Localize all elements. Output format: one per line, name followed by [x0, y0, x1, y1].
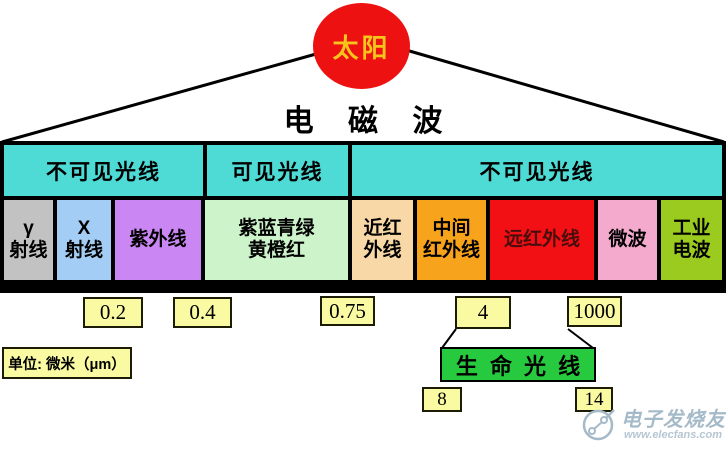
marker-8: 8: [422, 387, 462, 412]
band-far-infrared: 远红外线: [490, 200, 594, 280]
sun-circle: 太阳: [313, 3, 410, 89]
band-visible-light: 紫蓝青绿 黄橙红: [205, 200, 348, 280]
marker-1000: 1000: [567, 296, 622, 327]
life-ray-box: 生 命 光 线: [440, 347, 596, 382]
wavelength-axis-bar: [0, 280, 726, 293]
band-mid-infrared: 中间 红外线: [417, 200, 486, 280]
marker-0.4: 0.4: [173, 297, 232, 328]
unit-label-box: 单位: 微米（μm）: [2, 347, 132, 379]
watermark-site-url: www.elecfans.com: [624, 429, 723, 441]
spectrum-table: 不可见光线 可见光线 不可见光线 γ 射线 X 射线 紫外线 紫蓝青绿 黄橙红 …: [0, 141, 726, 280]
header-invisible-light-right: 不可见光线: [352, 145, 722, 196]
sun-label: 太阳: [332, 32, 391, 63]
band-ultraviolet: 紫外线: [115, 200, 201, 280]
band-gamma-ray: γ 射线: [4, 200, 53, 280]
watermark-site-name: 电子发烧友: [621, 409, 726, 431]
marker-0.2: 0.2: [83, 297, 143, 328]
diagram-title: 电 磁 波: [283, 105, 443, 138]
spectrum-band-row: γ 射线 X 射线 紫外线 紫蓝青绿 黄橙红 近红 外线 中间 红外线 远红外线…: [4, 200, 722, 280]
band-near-infrared: 近红 外线: [352, 200, 413, 280]
header-invisible-light-left: 不可见光线: [4, 145, 203, 196]
elecfans-logo-icon: [582, 409, 615, 441]
marker-14: 14: [575, 387, 613, 412]
band-industrial-wave: 工业 电波: [661, 200, 722, 280]
band-x-ray: X 射线: [57, 200, 111, 280]
band-microwave: 微波: [598, 200, 657, 280]
marker-4: 4: [455, 296, 511, 329]
marker-0.75: 0.75: [320, 296, 375, 326]
spectrum-header-row: 不可见光线 可见光线 不可见光线: [4, 145, 722, 196]
header-visible-light: 可见光线: [207, 145, 348, 196]
